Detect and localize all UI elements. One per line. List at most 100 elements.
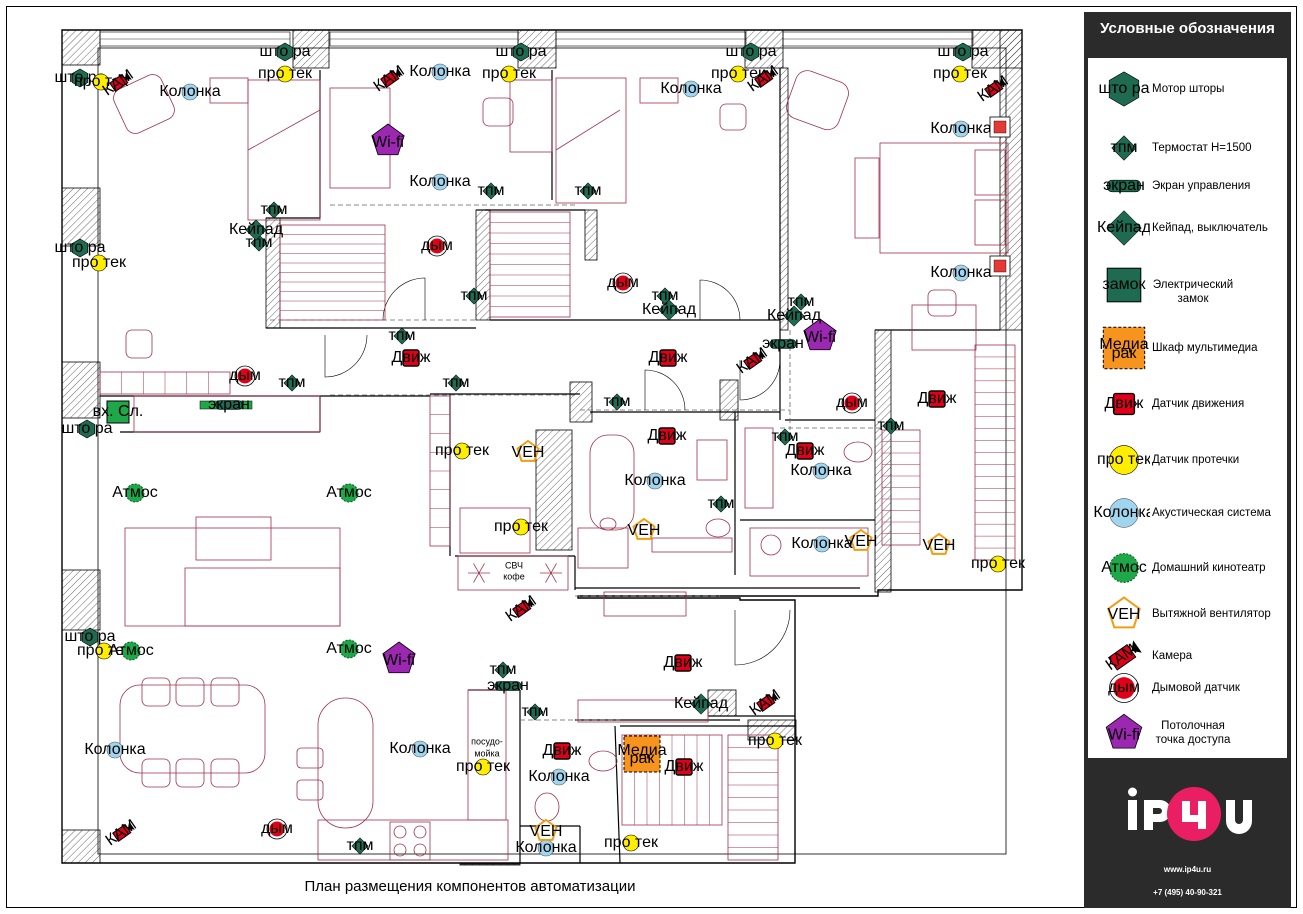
svg-text:Wi-fi: Wi-fi [804,329,836,346]
svg-text:Колонка: Колонка [790,462,851,479]
svg-text:Движ: Движ [543,742,582,759]
marker-fan: VEH [923,532,955,555]
svg-text:тпм: тпм [279,374,306,391]
marker-leak: про тек [748,732,803,750]
label-coffee: кофе [503,571,524,581]
marker-smoke: дым [261,818,293,840]
svg-text:VEH: VEH [512,444,545,461]
svg-text:Кейпад: Кейпад [642,301,697,318]
marker-leak: про тек [435,442,490,460]
marker-fan: VEH [512,439,545,462]
legend-label-cinema: Домашний кинотеатр [1152,562,1266,574]
svg-text:Атмос: Атмос [326,640,372,657]
brand-panel: www.ip4u.ru +7 (495) 40-90-321 [1084,762,1291,908]
svg-text:Движ: Движ [786,442,825,459]
marker-tstat: тпм [490,661,517,679]
svg-text:про тек: про тек [933,65,988,82]
svg-text:Движ: Движ [664,654,703,671]
svg-text:Движ: Движ [392,349,431,366]
marker-leak: про тек [971,555,1026,573]
svg-text:VEH: VEH [845,533,878,550]
marker-motion: Движ [918,390,957,408]
svg-text:замок: замок [1102,276,1146,293]
label-dishwasher-2: мойка [474,748,499,758]
legend-label-speaker: Акустическая система [1152,507,1271,519]
svg-text:тпм: тпм [652,287,679,304]
svg-text:экран: экран [487,677,529,694]
svg-text:про тек: про тек [482,65,537,82]
svg-text:про тек: про тек [258,65,313,82]
svg-text:Атмос: Атмос [112,484,158,501]
marker-cinema: Атмос [108,641,154,661]
phone-number: +7 (495) 40-90-321 [1153,888,1222,897]
marker-shtora: што ра [54,238,106,258]
svg-text:дым: дым [421,237,453,254]
marker-tstat: тпм [1111,135,1138,161]
marker-wifi: Wi-fi [371,123,405,156]
marker-keypad: Кейпад [767,305,822,327]
svg-text:Колонка: Колонка [528,768,589,785]
marker-lock: замок [1102,267,1147,303]
marker-speaker: Колонка [84,741,146,759]
legend-label-screen: Экран управления [1152,180,1251,192]
marker-tstat: тпм [575,182,602,200]
legend-label-shto-ra: Мотор шторы [1152,83,1225,95]
svg-text:тпм: тпм [878,417,905,434]
marker-camera: КАМ [503,592,540,625]
svg-text:Колонка: Колонка [1093,504,1150,521]
svg-text:што ра: што ра [725,43,776,60]
marker-fan: VEH [628,517,661,540]
svg-text:што ра: што ра [61,420,112,437]
svg-text:тпм: тпм [522,703,549,720]
svg-text:рак: рак [630,750,656,767]
plan-title: План размещения компонентов автоматизаци… [304,878,636,895]
svg-text:VEH: VEH [628,522,661,539]
svg-text:про тек: про тек [435,442,490,459]
svg-text:экран: экран [208,396,250,413]
marker-speaker: Колонка [409,173,471,191]
label-dishwasher-1: посудо- [471,736,503,746]
marker-tstat: тпм [604,393,631,411]
marker-motion: Движ [665,758,704,776]
marker-fan: VEH [1107,596,1141,629]
svg-text:тпм: тпм [443,374,470,391]
marker-shtora_sq [989,255,1011,277]
svg-text:тпм: тпм [246,234,273,251]
svg-text:Wi-fi: Wi-fi [383,652,415,669]
svg-text:тпм: тпм [461,287,488,304]
marker-speaker: Колонка [930,120,992,138]
marker-tstat: тпм [279,374,306,392]
svg-text:Кейпад: Кейпад [229,221,284,238]
marker-speaker: Колонка [159,83,221,101]
marker-screen: экран [1103,177,1145,194]
svg-text:тпм: тпм [490,661,517,678]
website: www.ip4u.ru [1163,865,1212,874]
svg-text:Атмос: Атмос [326,484,372,501]
marker-smoke: дым [1108,673,1140,703]
marker-shtora: што ра [495,42,547,62]
legend-label-wifi: Потолочная точка доступа [1155,720,1231,746]
svg-text:што ра: што ра [259,43,310,60]
marker-speaker: Колонка [389,740,451,758]
marker-leak: про тек [604,834,659,852]
marker-screen: экран [487,677,529,694]
svg-text:Wi-fi: Wi-fi [1108,726,1140,743]
legend-label-motion: Датчик движения [1152,398,1245,410]
svg-text:про тек: про тек [748,732,803,749]
marker-shtora_sq [989,116,1011,138]
legend-label-leak: Датчик протечки [1152,454,1240,466]
svg-text:што ра: што ра [64,628,115,645]
svg-text:про тек: про тек [1097,451,1150,468]
svg-text:про тек: про тек [711,65,766,82]
marker-motion: Движ [664,654,703,672]
svg-text:што ра: што ра [1098,80,1149,97]
marker-speaker: Колонка [791,535,853,553]
marker-leak: про тек [494,518,549,536]
svg-text:вх. Сл.: вх. Сл. [93,403,144,420]
marker-wifi: Wi-fi [803,318,837,351]
legend-label-lock: Электрический замок [1152,279,1234,305]
svg-text:Атмос: Атмос [108,642,154,659]
